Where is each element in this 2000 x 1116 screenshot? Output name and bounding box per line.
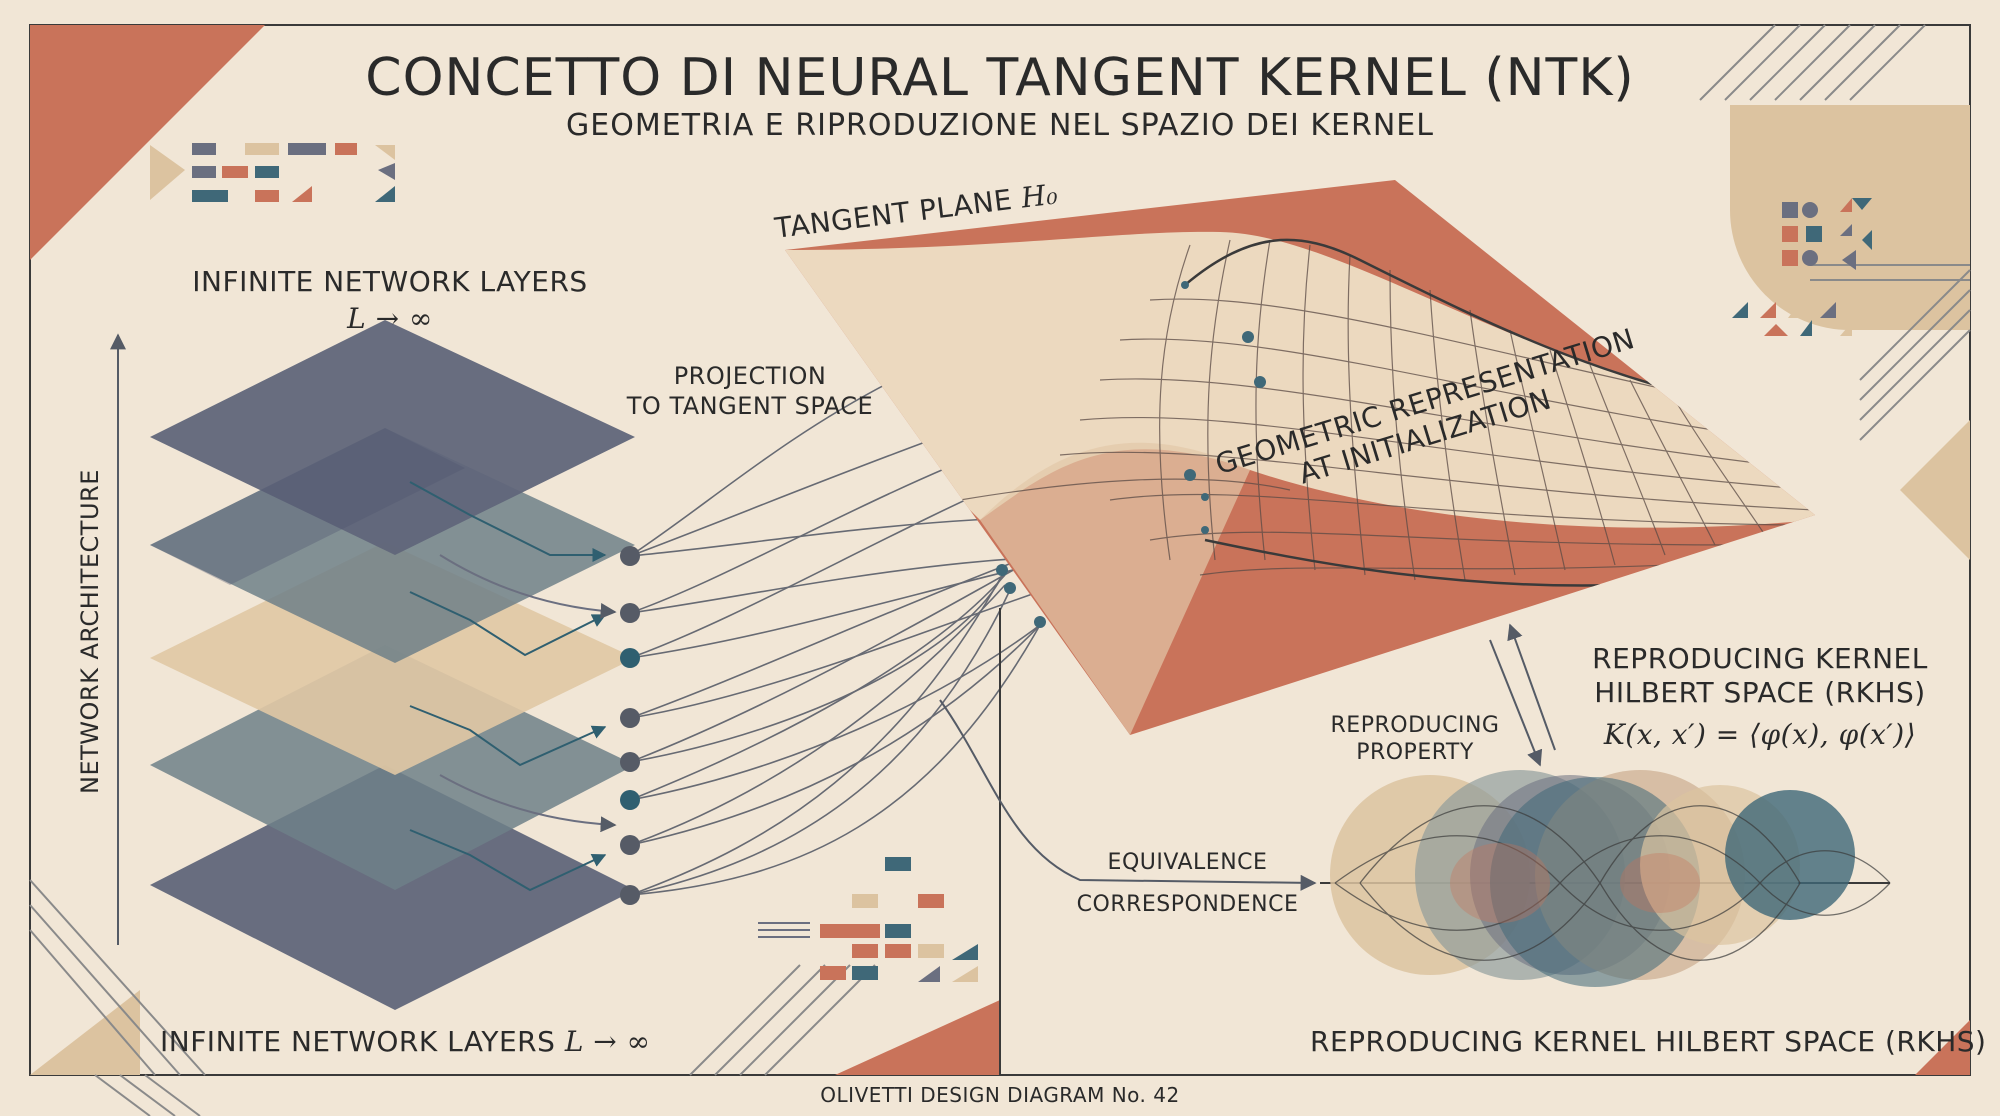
surface-shade — [980, 442, 1250, 735]
projection-label-line2: TO TANGENT SPACE — [626, 392, 874, 420]
infinite-layers-formula: L → ∞ — [347, 302, 433, 335]
shape-legend-top-right — [1732, 198, 1872, 336]
equivalence-arrow — [939, 699, 1317, 891]
reproducing-property-label-line2: PROPERTY — [1356, 740, 1474, 765]
infinite-layers-bottom-text: INFINITE NETWORK LAYERS — [160, 1025, 556, 1058]
hatching-bottom-center — [689, 964, 876, 1076]
surface-band — [785, 231, 1815, 528]
layer-nodes — [620, 546, 640, 905]
infinite-layers-label: INFINITE NETWORK LAYERS — [192, 265, 588, 298]
corner-triangle-top-left — [30, 25, 265, 260]
reproducing-property-label: REPRODUCING — [1330, 713, 1500, 738]
projection-label: PROJECTION — [673, 362, 827, 390]
infinite-layers-bottom-formula: L → ∞ — [564, 1025, 651, 1058]
layer-stack — [150, 320, 635, 1010]
rkhs-title-label-line2: HILBERT SPACE (RKHS) — [1594, 676, 1926, 709]
hatching-top-right — [1699, 24, 1926, 101]
layer-arrows — [409, 481, 617, 892]
lines-right — [1810, 264, 1970, 281]
layer-1-overlap — [150, 428, 465, 585]
equivalence-label: EQUIVALENCE — [1107, 850, 1268, 875]
rkhs-formula: K(x, x′) = ⟨φ(x), φ(x′)⟩ — [1603, 718, 1917, 751]
sand-triangle-right — [1900, 420, 1970, 560]
correspondence-label: CORRESPONDENCE — [1076, 892, 1299, 917]
tangent-plane-symbol: H₀ — [1019, 177, 1060, 215]
page-title: CONCETTO DI NEURAL TANGENT KERNEL (NTK) — [365, 48, 1635, 108]
surface-points — [996, 281, 1266, 628]
layer-1 — [150, 320, 635, 555]
rkhs-arrow-up — [1507, 623, 1556, 751]
rkhs-bottom-label: REPRODUCING KERNEL HILBERT SPACE (RKHS) — [1310, 1025, 1987, 1058]
hatching-right — [1859, 269, 1971, 441]
rkhs-circles — [1320, 770, 1891, 987]
rkhs-arrow-down — [1489, 639, 1543, 767]
infinite-layers-bottom-label: INFINITE NETWORK LAYERS L → ∞ — [160, 1025, 651, 1058]
network-architecture-label: NETWORK ARCHITECTURE — [76, 469, 104, 794]
sand-disc-right — [1730, 105, 1970, 330]
sand-triangle-bottom-left — [30, 990, 140, 1075]
page-subtitle: GEOMETRIA E RIPRODUZIONE NEL SPAZIO DEI … — [566, 108, 1434, 143]
shape-legend-top-left — [150, 143, 395, 202]
terracotta-block-bottom-center — [835, 1000, 1000, 1075]
footer-caption: OLIVETTI DESIGN DIAGRAM No. 42 — [820, 1083, 1180, 1107]
rkhs-title-label: REPRODUCING KERNEL — [1592, 642, 1928, 675]
hatching-bottom-left — [29, 879, 206, 1116]
corner-triangle-bottom-right — [1915, 1020, 1970, 1075]
shape-legend-bottom-center — [758, 857, 978, 982]
